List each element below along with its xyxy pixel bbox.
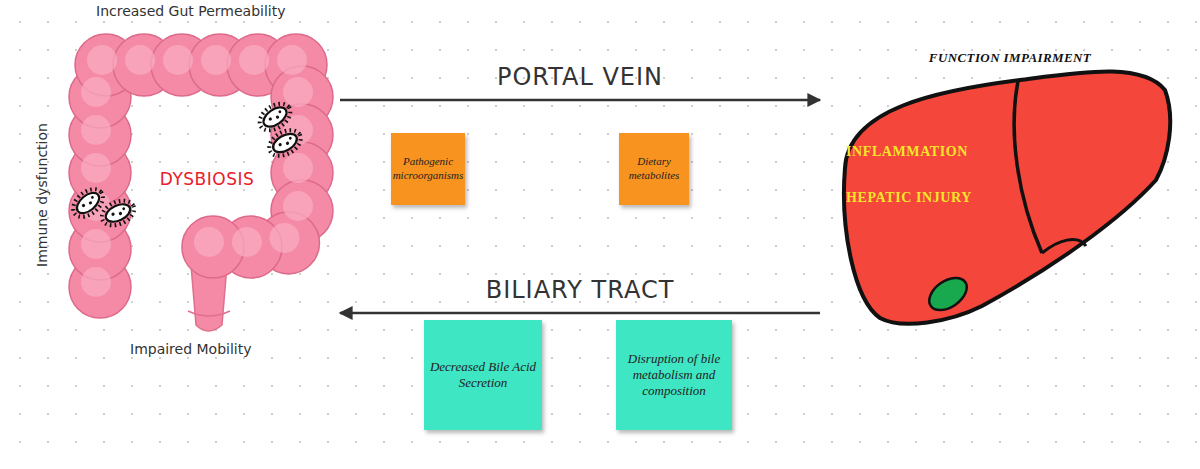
haustrum-highlight	[277, 45, 307, 75]
sticky-note: Dietary metabolites	[619, 133, 689, 205]
bacterium-body	[260, 103, 290, 130]
haustrum-highlight	[81, 267, 111, 297]
colon-haustra	[69, 34, 333, 318]
note-text: Dietary metabolites	[619, 133, 689, 205]
bacterium-body	[103, 201, 133, 226]
liver-outline	[844, 72, 1170, 324]
haustrum-highlight	[194, 227, 224, 257]
colon-node: DYSBIOSIS	[60, 25, 340, 337]
side-label: Increased Gut Permeability	[96, 3, 285, 19]
edge-label: BILIARY TRACT	[486, 276, 675, 304]
gallbladder	[923, 271, 972, 316]
bacterium-dot	[275, 115, 279, 119]
haustrum-highlight	[87, 45, 117, 75]
note-text: Pathogenic microorganisms	[391, 133, 465, 205]
colon-center-text: DYSBIOSIS	[148, 169, 266, 189]
liver-text: INFLAMMATION	[846, 144, 1036, 160]
bacterium-dot	[111, 212, 115, 216]
bacterium-pili	[255, 98, 295, 136]
haustrum-highlight	[201, 45, 231, 75]
haustrum-highlight	[81, 115, 111, 145]
haustrum-highlight	[283, 153, 313, 183]
haustrum-highlight	[283, 77, 313, 107]
haustrum-highlight	[163, 45, 193, 75]
liver-node: FUNCTION IMPAIRMENT INFLAMMATION HEPATIC I…	[820, 48, 1180, 340]
haustrum-highlight	[81, 229, 111, 259]
bacterium	[98, 196, 138, 230]
haustrum-highlight	[125, 45, 155, 75]
bacterium	[68, 184, 108, 223]
bacterium-pili	[265, 125, 305, 161]
bacterium-dot	[90, 195, 94, 199]
haustrum-highlight	[232, 227, 262, 257]
bacterium	[255, 98, 295, 136]
flow-arrow	[340, 312, 820, 315]
rectum-fold	[188, 311, 230, 316]
bacterium-pili	[68, 184, 108, 223]
bacterium-body	[270, 130, 300, 156]
liver-ligament	[1042, 240, 1086, 253]
bacterium-dot	[278, 142, 282, 146]
liver-text: HEPATIC INJURY	[846, 190, 1036, 206]
bacterium-dot	[268, 117, 272, 121]
bacterium-dot	[288, 136, 292, 140]
bacterium-dot	[278, 110, 282, 114]
bacterium-body	[73, 189, 103, 217]
liver-heading: FUNCTION IMPAIRMENT	[870, 50, 1150, 66]
bacterium-dot	[118, 211, 122, 215]
sticky-note: Disruption of bile metabolism and compos…	[616, 320, 732, 430]
note-text: Decreased Bile Acid Secretion	[424, 320, 542, 430]
sticky-note: Decreased Bile Acid Secretion	[424, 320, 542, 430]
haustrum-highlight	[81, 153, 111, 183]
edge-label: PORTAL VEIN	[497, 63, 663, 91]
flow-arrow	[340, 99, 820, 102]
bacterium-dot	[81, 203, 86, 208]
haustrum-highlight	[81, 77, 111, 107]
bacterium-dot	[122, 207, 126, 211]
haustrum-highlight	[269, 223, 299, 253]
liver-lobe-line	[1014, 81, 1042, 253]
haustrum-highlight	[283, 191, 313, 221]
colon-highlights	[81, 45, 313, 297]
haustrum-highlight	[239, 45, 269, 75]
bacterium-dot	[285, 141, 289, 145]
bacterium-pili	[98, 196, 138, 230]
bacterium-dot	[88, 201, 93, 206]
bacterium	[265, 125, 305, 161]
side-label: Impaired Mobility	[130, 341, 252, 357]
note-text: Disruption of bile metabolism and compos…	[616, 320, 732, 430]
side-label: Immune dysfunction	[34, 123, 50, 267]
sticky-note: Pathogenic microorganisms	[391, 133, 465, 205]
